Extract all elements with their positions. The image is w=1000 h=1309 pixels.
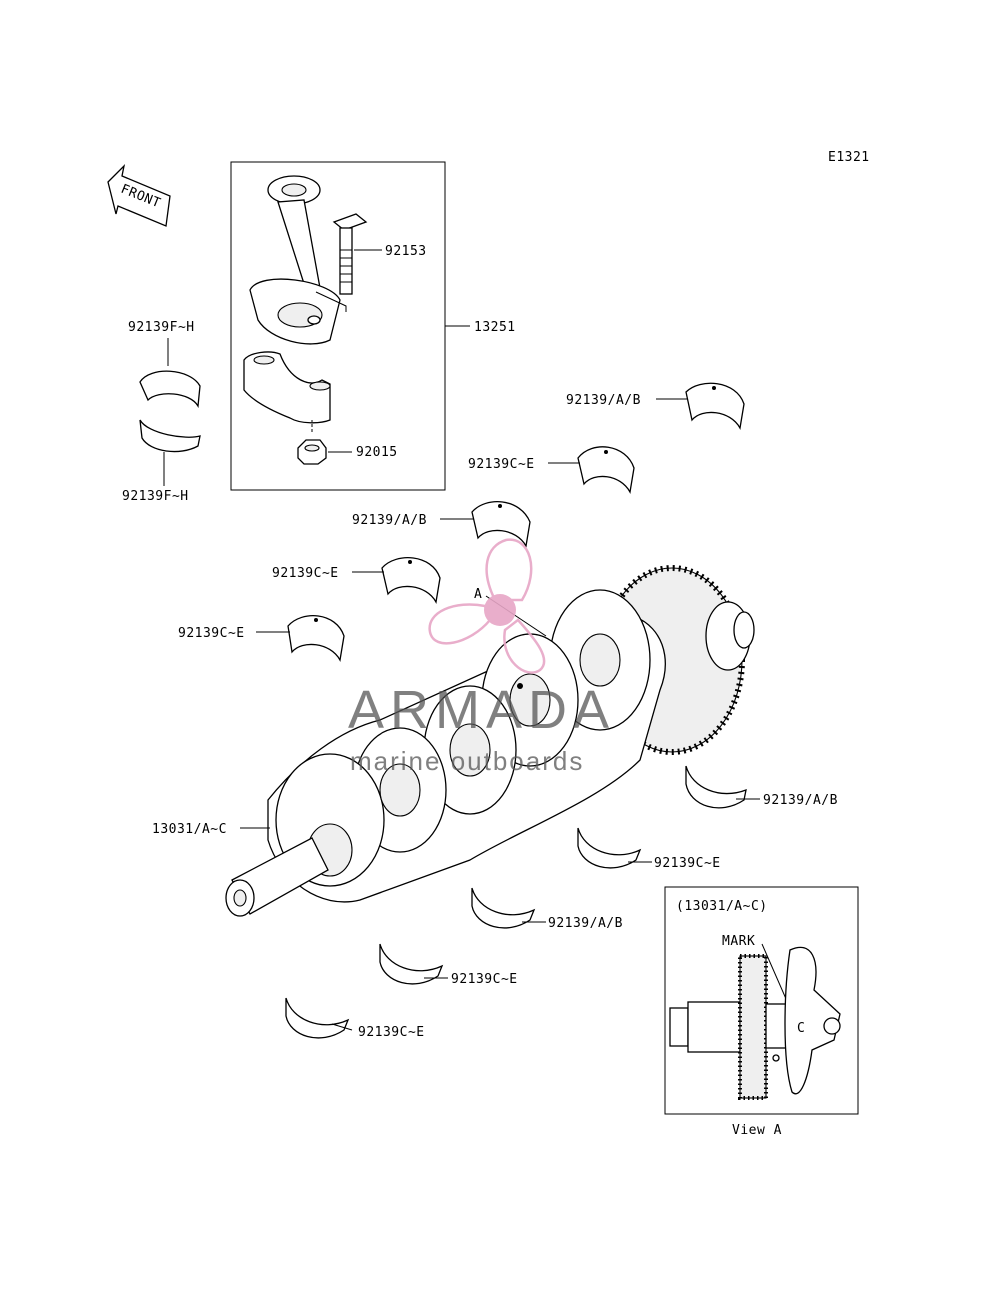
nut bbox=[297, 439, 327, 465]
diagram-code: E1321 bbox=[828, 150, 870, 165]
label-lower-bearing-3: 92139/A/B bbox=[548, 916, 623, 931]
front-arrow-icon: FRONT bbox=[107, 164, 171, 227]
view-ref-label: A bbox=[474, 587, 482, 602]
main-bearing-shell-1 bbox=[685, 382, 745, 430]
label-lower-bearing-2: 92139C~E bbox=[654, 856, 721, 871]
rod-bearing-lower bbox=[139, 419, 201, 453]
view-a-inset-box bbox=[664, 886, 859, 1115]
inset-title: (13031/A~C) bbox=[676, 899, 768, 914]
watermark-brand: ARMADA bbox=[348, 680, 615, 740]
label-lower-bearing-4: 92139C~E bbox=[451, 972, 518, 987]
crankshaft bbox=[225, 565, 755, 917]
main-bearing-shell-3 bbox=[471, 501, 531, 548]
label-main-bearing-2: 92139C~E bbox=[468, 457, 535, 472]
bolt bbox=[332, 213, 368, 295]
label-main-bearing-1: 92139/A/B bbox=[566, 393, 641, 408]
label-rod-bearing-upper: 92139F~H bbox=[128, 320, 195, 335]
lower-bearing-shell-4 bbox=[379, 943, 444, 985]
inset-mark-label: MARK bbox=[722, 934, 755, 949]
inset-caption: View A bbox=[732, 1123, 782, 1138]
lower-bearing-shell-5 bbox=[285, 997, 350, 1039]
label-rod-bearing-lower: 92139F~H bbox=[122, 489, 189, 504]
view-a-shaft bbox=[669, 946, 841, 1100]
label-main-bearing-4: 92139C~E bbox=[272, 566, 339, 581]
lower-bearing-shell-2 bbox=[577, 827, 642, 869]
label-lower-bearing-1: 92139/A/B bbox=[763, 793, 838, 808]
lower-bearing-shell-3 bbox=[471, 887, 536, 929]
main-bearing-shell-4 bbox=[381, 557, 441, 604]
rod-bearing-upper bbox=[139, 370, 201, 409]
lower-bearing-shell-1 bbox=[685, 765, 747, 809]
label-main-bearing-5: 92139C~E bbox=[178, 626, 245, 641]
label-main-bearing-3: 92139/A/B bbox=[352, 513, 427, 528]
label-nut: 92015 bbox=[356, 445, 398, 460]
main-bearing-shell-5 bbox=[287, 615, 345, 662]
label-crankshaft: 13031/A~C bbox=[152, 822, 227, 837]
label-con-rod-assy: 13251 bbox=[474, 320, 516, 335]
armada-propeller-logo-icon bbox=[428, 538, 546, 674]
watermark-tagline: marine outboards bbox=[350, 746, 584, 776]
label-lower-bearing-5: 92139C~E bbox=[358, 1025, 425, 1040]
rod-cap bbox=[243, 351, 331, 424]
label-bolt: 92153 bbox=[385, 244, 427, 259]
connecting-rod bbox=[249, 175, 341, 345]
main-bearing-shell-2 bbox=[577, 446, 635, 494]
inset-mark-symbol: C bbox=[797, 1021, 805, 1036]
